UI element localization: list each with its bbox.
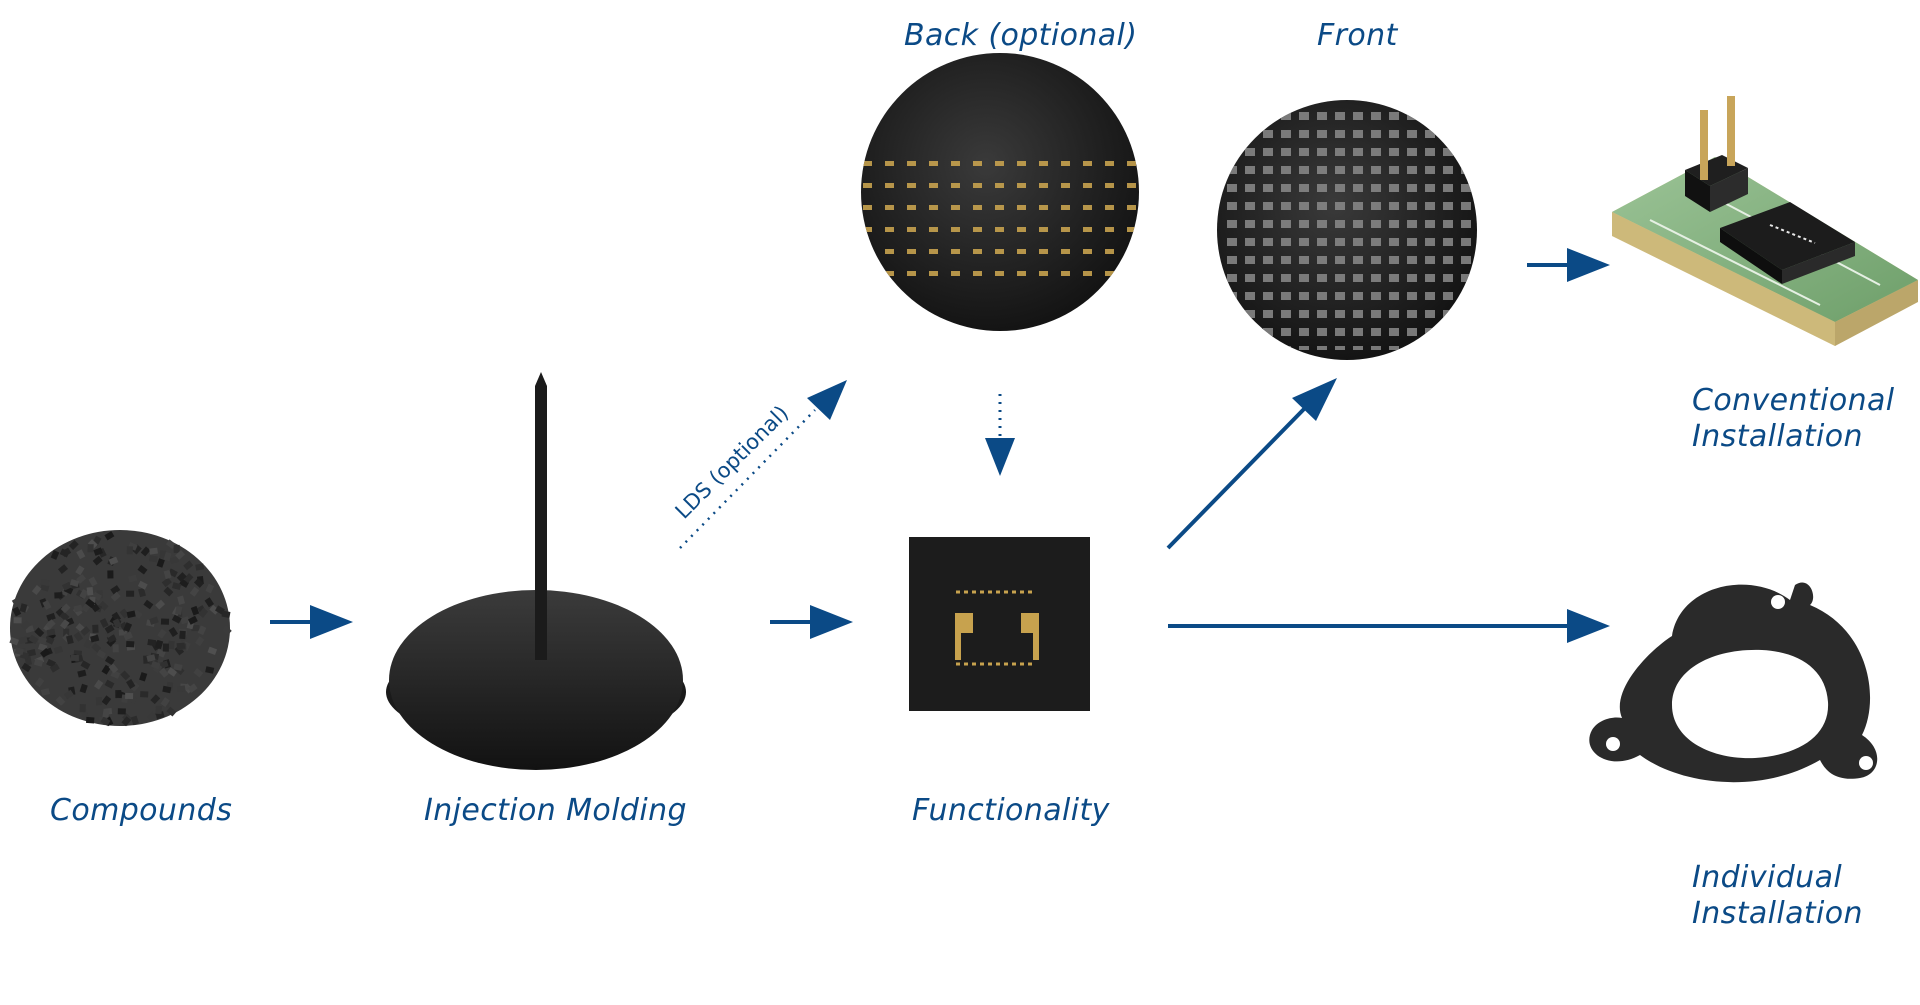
label-injection-molding: Injection Molding <box>424 793 687 828</box>
front-wafer-image <box>1217 100 1477 360</box>
conventional-installation-image <box>1612 96 1918 346</box>
label-individual-line1: Individual <box>1692 860 1842 895</box>
label-front: Front <box>1317 18 1399 53</box>
arrow-functionality-to-front <box>1166 378 1337 550</box>
arrow-compounds-to-molding <box>270 605 353 639</box>
individual-installation-image <box>1589 582 1878 783</box>
label-individual-line2: Installation <box>1692 896 1863 931</box>
label-back: Back (optional) <box>904 18 1137 53</box>
injection-molding-image <box>386 372 686 770</box>
label-compounds: Compounds <box>50 793 232 828</box>
label-conventional-line2: Installation <box>1692 419 1863 454</box>
compounds-image <box>9 530 232 727</box>
back-wafer-image <box>861 53 1139 331</box>
arrow-lds-to-back: LDS (optional) <box>671 380 847 549</box>
functionality-image <box>909 537 1090 711</box>
arrow-molding-to-functionality <box>770 605 853 639</box>
label-functionality: Functionality <box>912 793 1111 828</box>
arrow-front-to-conventional <box>1527 248 1610 282</box>
pellet-texture <box>9 531 232 727</box>
lds-label: LDS (optional) <box>671 401 794 524</box>
arrow-functionality-to-individual <box>1168 609 1610 643</box>
arrow-back-to-functionality <box>985 394 1015 476</box>
label-conventional-line1: Conventional <box>1692 383 1895 418</box>
